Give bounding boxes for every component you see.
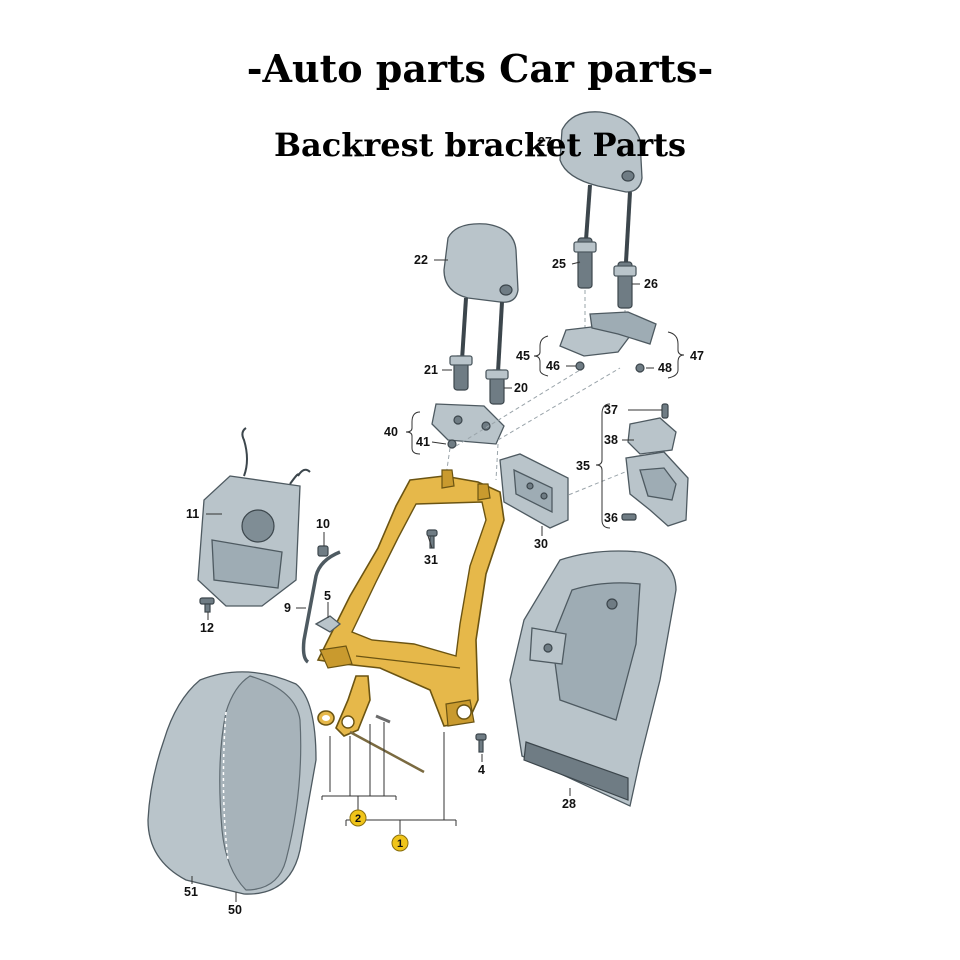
clip-10	[317, 545, 329, 557]
callout-21: 21	[424, 363, 438, 377]
backrest-frame-1	[316, 469, 505, 727]
backrest-cover-50-51	[147, 671, 317, 895]
callout-12: 12	[200, 621, 214, 635]
callout-labels: 22 27 25 26 21 20 45 46 47 48 40 41 37 3…	[184, 135, 704, 917]
guide-sleeve-21	[449, 355, 473, 391]
page-subtitle: Backrest bracket Parts	[273, 126, 687, 164]
bolt-4	[475, 733, 487, 753]
side-bracket-30	[499, 453, 569, 529]
guide-sleeve-20	[485, 369, 509, 405]
rear-cover-28	[509, 550, 677, 807]
callout-27: 27	[538, 135, 552, 149]
guide-sleeve-26	[613, 261, 637, 309]
callout-38: 38	[604, 433, 618, 447]
leader-lines	[191, 259, 685, 902]
callout-36: 36	[604, 511, 618, 525]
lumbar-panel-11	[197, 427, 311, 607]
badge-1-label: 1	[397, 838, 403, 850]
callout-28: 28	[562, 797, 576, 811]
callout-30: 30	[534, 537, 548, 551]
callout-26: 26	[644, 277, 658, 291]
callout-5: 5	[324, 589, 331, 603]
headrest-27	[559, 111, 643, 263]
callout-46: 46	[546, 359, 560, 373]
bolt-12	[199, 597, 215, 613]
callout-10: 10	[316, 517, 330, 531]
callout-50: 50	[228, 903, 242, 917]
callout-35: 35	[576, 459, 590, 473]
rod-9	[301, 550, 341, 664]
callout-41: 41	[416, 435, 430, 449]
callout-20: 20	[514, 381, 528, 395]
callout-11: 11	[186, 507, 199, 521]
bracket-set-35	[621, 403, 689, 527]
callout-22: 22	[414, 253, 428, 267]
headrest-22	[443, 223, 519, 373]
callout-40: 40	[384, 425, 398, 439]
callout-47: 47	[690, 349, 704, 363]
recliner-assembly-2	[317, 675, 425, 774]
callout-4: 4	[478, 763, 485, 777]
guide-bracket-45-47	[559, 311, 657, 373]
callout-45: 45	[516, 349, 530, 363]
callout-25: 25	[552, 257, 566, 271]
badge-2: 2	[349, 809, 367, 827]
guide-sleeve-25	[573, 237, 597, 289]
badge-2-label: 2	[355, 813, 361, 825]
headrest-bracket-40	[431, 403, 505, 449]
callout-9: 9	[284, 601, 291, 615]
callout-51: 51	[184, 885, 198, 899]
badge-1: 1	[391, 834, 409, 852]
callout-31: 31	[424, 553, 438, 567]
page-title: -Auto parts Car parts-	[246, 46, 714, 91]
callout-37: 37	[604, 403, 618, 417]
callout-48: 48	[658, 361, 672, 375]
clip-5	[314, 615, 342, 633]
